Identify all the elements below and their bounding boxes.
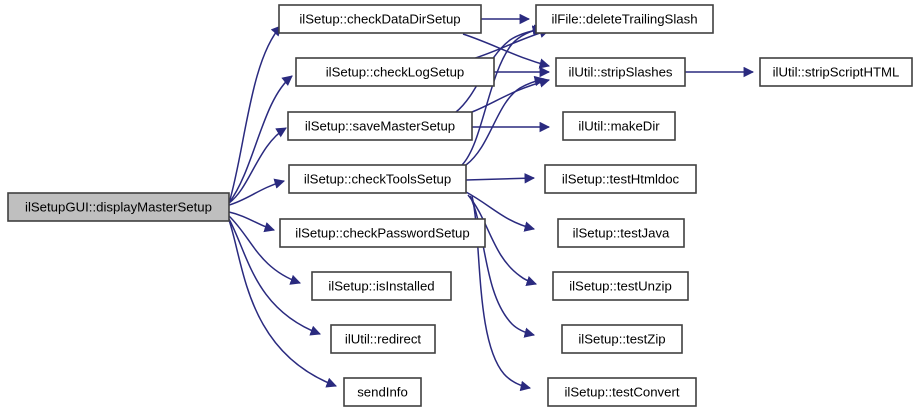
node-label-saveMasterSetup: ilSetup::saveMasterSetup: [305, 118, 455, 133]
node-testZip[interactable]: ilSetup::testZip: [561, 324, 683, 354]
node-label-sendInfo: sendInfo: [357, 384, 408, 399]
edge-checkToolsSetup-to-deleteTrailingSlash: [461, 24, 546, 166]
node-box-testConvert[interactable]: [547, 377, 697, 407]
node-box-stripSlashes[interactable]: [555, 57, 686, 87]
edge-checkToolsSetup-to-testUnzip: [467, 194, 537, 286]
node-label-displayMasterSetup: ilSetupGUI::displayMasterSetup: [25, 199, 212, 214]
node-layer: ilSetupGUI::displayMasterSetup ilSetup::…: [7, 4, 913, 407]
node-testJava[interactable]: ilSetup::testJava: [557, 218, 685, 248]
node-box-displayMasterSetup[interactable]: [7, 192, 230, 222]
node-box-sendInfo[interactable]: [343, 377, 422, 407]
node-box-testHtmldoc[interactable]: [544, 164, 697, 194]
node-label-stripSlashes: ilUtil::stripSlashes: [568, 64, 672, 79]
node-saveMasterSetup[interactable]: ilSetup::saveMasterSetup: [287, 111, 473, 141]
node-isInstalled[interactable]: ilSetup::isInstalled: [311, 271, 452, 301]
edge-displayMasterSetup-to-checkPasswordSetup: [228, 211, 276, 233]
edge-displayMasterSetup-to-checkToolsSetup: [228, 178, 286, 206]
node-sendInfo[interactable]: sendInfo: [343, 377, 422, 407]
node-box-testJava[interactable]: [557, 218, 685, 248]
node-box-checkDataDirSetup[interactable]: [278, 4, 482, 34]
node-testUnzip[interactable]: ilSetup::testUnzip: [552, 271, 689, 301]
node-box-checkToolsSetup[interactable]: [288, 164, 467, 194]
edge-displayMasterSetup-to-checkLogSetup: [228, 75, 293, 204]
node-displayMasterSetup[interactable]: ilSetupGUI::displayMasterSetup: [7, 192, 230, 222]
node-label-testConvert: ilSetup::testConvert: [564, 384, 679, 399]
node-label-testHtmldoc: ilSetup::testHtmldoc: [562, 171, 680, 186]
node-box-deleteTrailingSlash[interactable]: [535, 4, 714, 34]
edge-checkToolsSetup-to-stripSlashes: [465, 75, 546, 166]
edge-checkToolsSetup-to-testHtmldoc: [465, 173, 536, 184]
edge-displayMasterSetup-to-isInstalled: [228, 215, 301, 285]
node-stripScriptHTML[interactable]: ilUtil::stripScriptHTML: [759, 57, 913, 87]
node-label-testZip: ilSetup::testZip: [578, 331, 665, 346]
node-label-testJava: ilSetup::testJava: [573, 225, 670, 240]
edge-checkToolsSetup-to-testJava: [465, 191, 536, 232]
node-box-redirect[interactable]: [330, 324, 436, 354]
node-box-testUnzip[interactable]: [552, 271, 689, 301]
node-label-isInstalled: ilSetup::isInstalled: [328, 278, 434, 293]
node-box-saveMasterSetup[interactable]: [287, 111, 473, 141]
node-label-testUnzip: ilSetup::testUnzip: [569, 278, 672, 293]
node-label-redirect: ilUtil::redirect: [345, 331, 422, 346]
node-testHtmldoc[interactable]: ilSetup::testHtmldoc: [544, 164, 697, 194]
edge-displayMasterSetup-to-redirect: [228, 218, 321, 336]
node-label-checkPasswordSetup: ilSetup::checkPasswordSetup: [295, 225, 469, 240]
edge-displayMasterSetup-to-checkDataDirSetup: [228, 25, 282, 204]
node-checkDataDirSetup[interactable]: ilSetup::checkDataDirSetup: [278, 4, 482, 34]
edge-displayMasterSetup-to-sendInfo: [228, 219, 337, 388]
node-testConvert[interactable]: ilSetup::testConvert: [547, 377, 697, 407]
node-label-stripScriptHTML: ilUtil::stripScriptHTML: [773, 64, 900, 79]
node-checkToolsSetup[interactable]: ilSetup::checkToolsSetup: [288, 164, 467, 194]
node-box-isInstalled[interactable]: [311, 271, 452, 301]
node-makeDir[interactable]: ilUtil::makeDir: [562, 111, 676, 141]
node-box-stripScriptHTML[interactable]: [759, 57, 913, 87]
node-label-deleteTrailingSlash: ilFile::deleteTrailingSlash: [551, 11, 697, 26]
node-label-checkLogSetup: ilSetup::checkLogSetup: [326, 64, 465, 79]
node-box-makeDir[interactable]: [562, 111, 676, 141]
node-box-checkPasswordSetup[interactable]: [279, 218, 486, 248]
edge-displayMasterSetup-to-saveMasterSetup: [228, 127, 287, 204]
edge-checkLogSetup-to-deleteTrailingSlash: [465, 27, 551, 62]
edge-checkDataDirSetup-to-stripSlashes: [462, 33, 551, 69]
node-checkLogSetup[interactable]: ilSetup::checkLogSetup: [295, 57, 495, 87]
node-deleteTrailingSlash[interactable]: ilFile::deleteTrailingSlash: [535, 4, 714, 34]
node-stripSlashes[interactable]: ilUtil::stripSlashes: [555, 57, 686, 87]
node-checkPasswordSetup[interactable]: ilSetup::checkPasswordSetup: [279, 218, 486, 248]
node-box-checkLogSetup[interactable]: [295, 57, 495, 87]
node-label-checkDataDirSetup: ilSetup::checkDataDirSetup: [299, 11, 460, 26]
node-label-checkToolsSetup: ilSetup::checkToolsSetup: [304, 171, 451, 186]
node-box-testZip[interactable]: [561, 324, 683, 354]
node-label-makeDir: ilUtil::makeDir: [578, 118, 660, 133]
node-redirect[interactable]: ilUtil::redirect: [330, 324, 436, 354]
